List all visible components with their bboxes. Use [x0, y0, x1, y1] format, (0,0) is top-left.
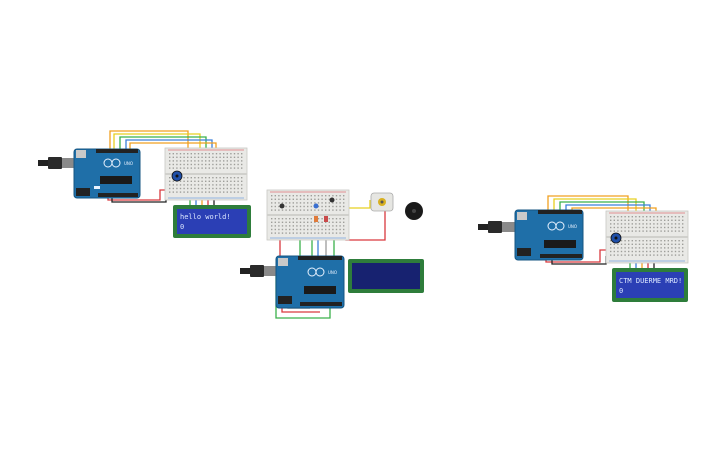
- potentiometer-icon[interactable]: [171, 170, 183, 182]
- usb-plug-icon: [38, 157, 76, 169]
- board-label: UNO: [328, 270, 337, 275]
- lcd-line-2: 0: [180, 223, 184, 231]
- arduino-board[interactable]: UNO: [275, 255, 345, 309]
- lcd-line-1: CTM DUERME MRD!: [619, 277, 682, 285]
- breadboard-holes: [169, 153, 243, 193]
- board-label: UNO: [124, 161, 133, 166]
- usb-plug-icon: [478, 221, 516, 233]
- arduino-board[interactable]: UNO: [73, 148, 141, 199]
- potentiometer-icon[interactable]: [610, 232, 622, 244]
- lcd-line-1: hello world!: [180, 213, 231, 221]
- usb-plug-icon: [240, 265, 278, 277]
- lcd-display[interactable]: hello world! 0: [173, 205, 251, 238]
- circuit-left[interactable]: UNO hello world! 0: [38, 130, 251, 238]
- lcd-line-2: 0: [619, 287, 623, 295]
- breadboard[interactable]: [266, 189, 350, 241]
- dc-motor-icon[interactable]: [370, 192, 394, 212]
- board-label: UNO: [568, 224, 577, 229]
- lcd-display[interactable]: [348, 259, 424, 293]
- circuit-right[interactable]: UNO CTM DUERME MRD! 0: [478, 195, 689, 302]
- arduino-board[interactable]: UNO: [514, 209, 584, 261]
- lcd-display[interactable]: CTM DUERME MRD! 0: [612, 268, 688, 302]
- circuit-middle[interactable]: UNO: [240, 189, 424, 319]
- breadboard-holes: [271, 195, 345, 234]
- breadboard-holes: [610, 216, 684, 256]
- led-icon[interactable]: [279, 197, 335, 223]
- breadboard[interactable]: [164, 147, 248, 201]
- piezo-buzzer-icon[interactable]: [405, 202, 423, 220]
